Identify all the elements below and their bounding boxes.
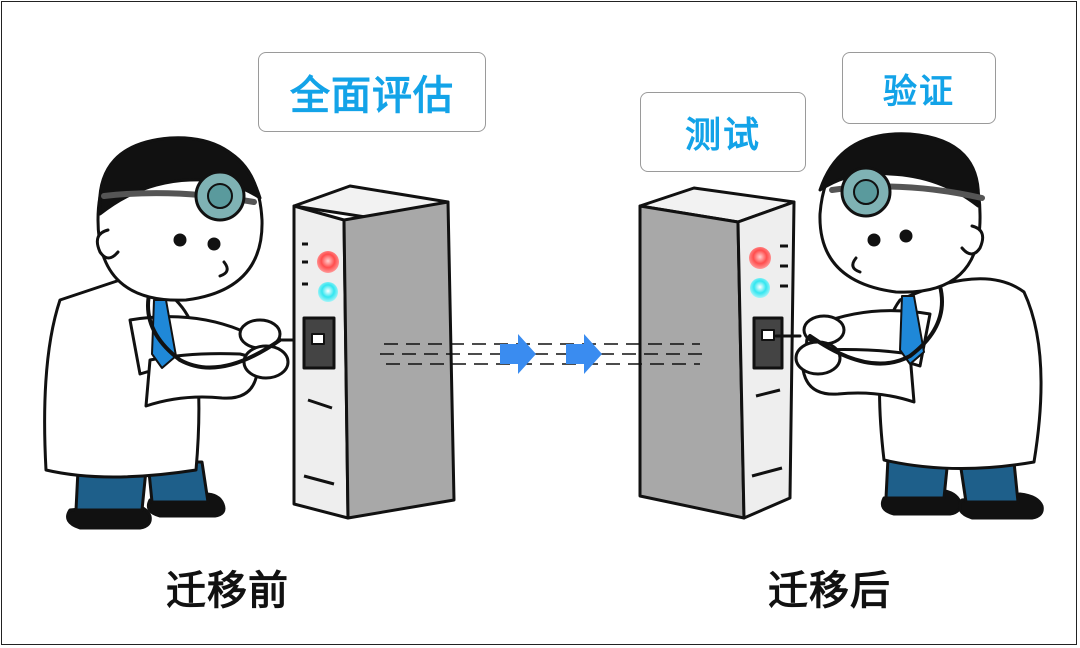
red-light-icon: [749, 247, 771, 269]
verification-label: 验证: [842, 52, 996, 124]
doctor-after: [774, 132, 1044, 520]
testing-label-text: 测试: [684, 115, 761, 156]
cyan-light-icon: [318, 282, 338, 302]
arrow-right-icon: [500, 334, 536, 374]
arrow-right-icon: [566, 334, 602, 374]
cyan-light-icon: [750, 278, 770, 298]
assessment-label: 全面评估: [258, 52, 486, 132]
cabinet-before: [292, 184, 456, 520]
verification-label-text: 验证: [883, 71, 955, 112]
caption-after-migration: 迁移后: [768, 568, 891, 614]
caption-before-migration: 迁移前: [166, 568, 289, 614]
migration-connector: [380, 343, 702, 365]
doctor-before: [43, 136, 310, 530]
assessment-label-text: 全面评估: [290, 73, 454, 119]
testing-label: 测试: [640, 92, 806, 172]
red-light-icon: [317, 251, 339, 273]
cabinet-after: [638, 186, 796, 520]
